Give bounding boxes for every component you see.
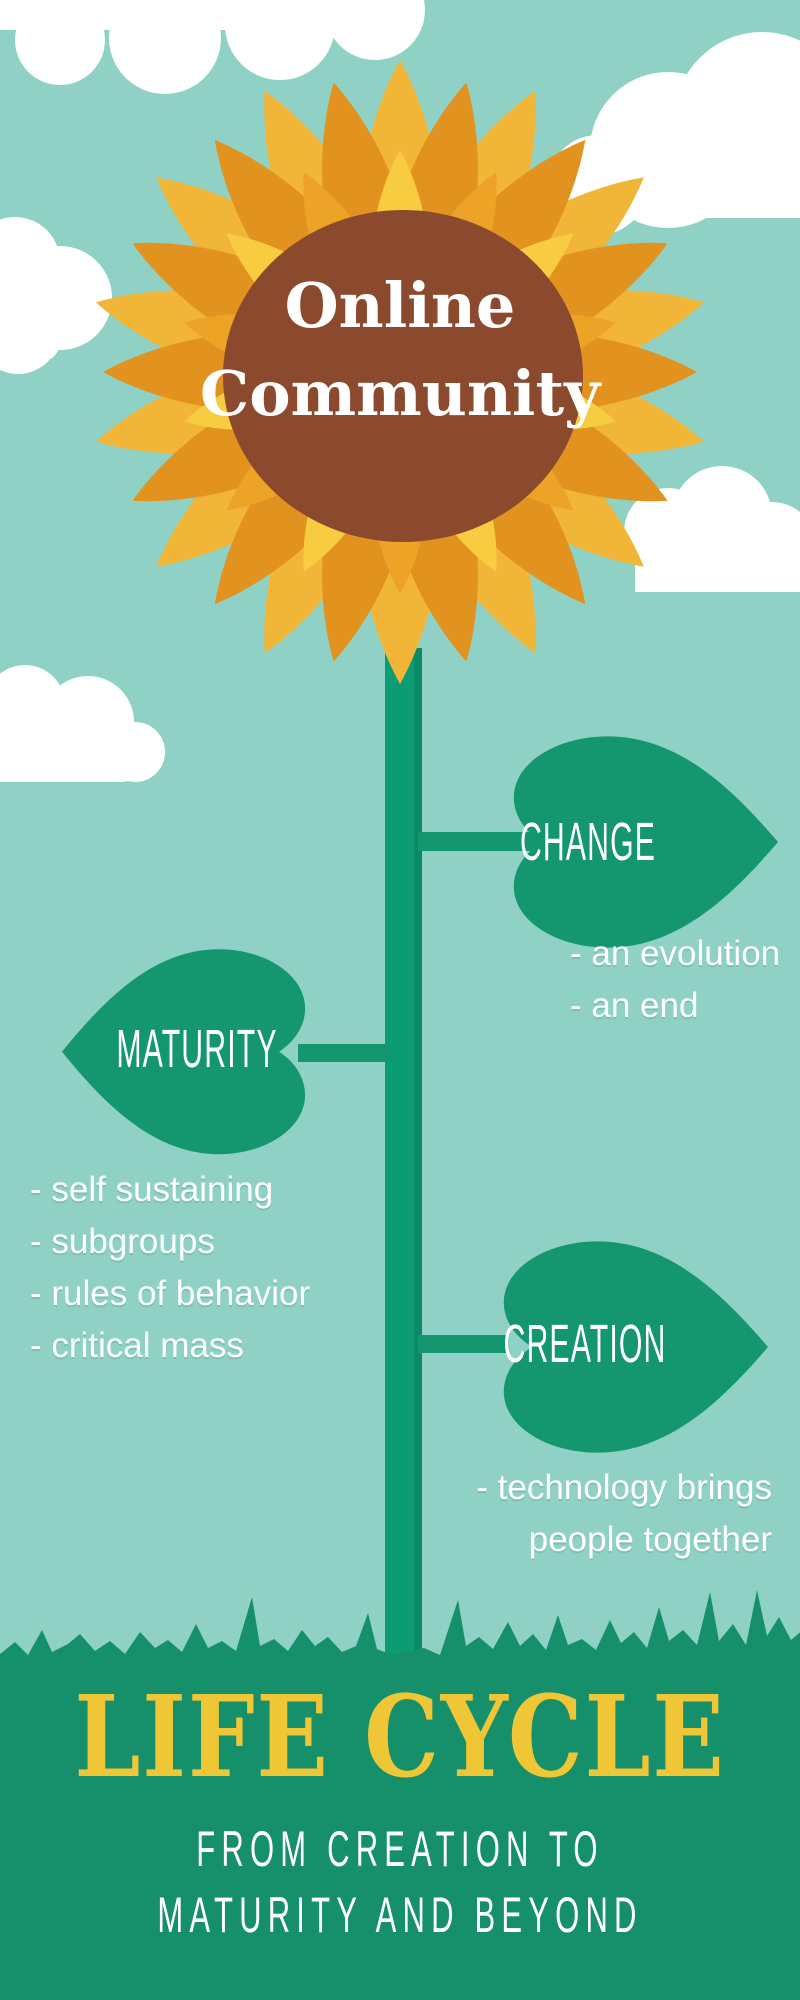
branch-change bbox=[418, 832, 546, 851]
footer-subtitle-line2: MATURITY AND BEYOND bbox=[157, 1887, 643, 1943]
notes-maturity: - self sustaining - subgroups - rules of… bbox=[30, 1164, 310, 1372]
note-line: people together bbox=[528, 1520, 772, 1559]
footer-title: LIFE CYCLE bbox=[74, 1672, 726, 1803]
stage-label-maturity: MATURITY bbox=[116, 1019, 278, 1079]
flower-title-line2: Community bbox=[199, 357, 601, 430]
branch-creation bbox=[418, 1335, 508, 1353]
note-line: - technology brings bbox=[476, 1468, 772, 1507]
grass bbox=[0, 1590, 800, 2000]
footer-subtitle: FROM CREATION TO MATURITY AND BEYOND bbox=[152, 1816, 648, 1948]
sunflower bbox=[86, 60, 714, 684]
stage-label-change: CHANGE bbox=[519, 812, 657, 872]
cloud-left-middle bbox=[0, 665, 165, 782]
note-line: - an end bbox=[570, 986, 699, 1025]
notes-creation: - technology brings people together bbox=[476, 1462, 772, 1566]
cloud-top-left bbox=[0, 0, 425, 94]
note-line: - critical mass bbox=[30, 1326, 244, 1365]
stage-label-creation: CREATION bbox=[503, 1314, 667, 1374]
flower-center bbox=[223, 210, 583, 542]
note-line: - self sustaining bbox=[30, 1170, 274, 1209]
note-line: - rules of behavior bbox=[30, 1274, 311, 1313]
cloud-left-upper bbox=[0, 217, 112, 374]
stem-shadow-edge bbox=[414, 648, 422, 1680]
flower-title-line1: Online bbox=[284, 269, 516, 342]
flower-title: Online Community bbox=[0, 262, 800, 438]
cloud-right-middle bbox=[624, 466, 800, 592]
note-line: - an evolution bbox=[570, 934, 781, 973]
notes-change: - an evolution - an end bbox=[570, 928, 780, 1032]
footer-subtitle-line1: FROM CREATION TO bbox=[196, 1821, 604, 1877]
branch-maturity bbox=[298, 1044, 390, 1062]
note-line: - subgroups bbox=[30, 1222, 215, 1261]
